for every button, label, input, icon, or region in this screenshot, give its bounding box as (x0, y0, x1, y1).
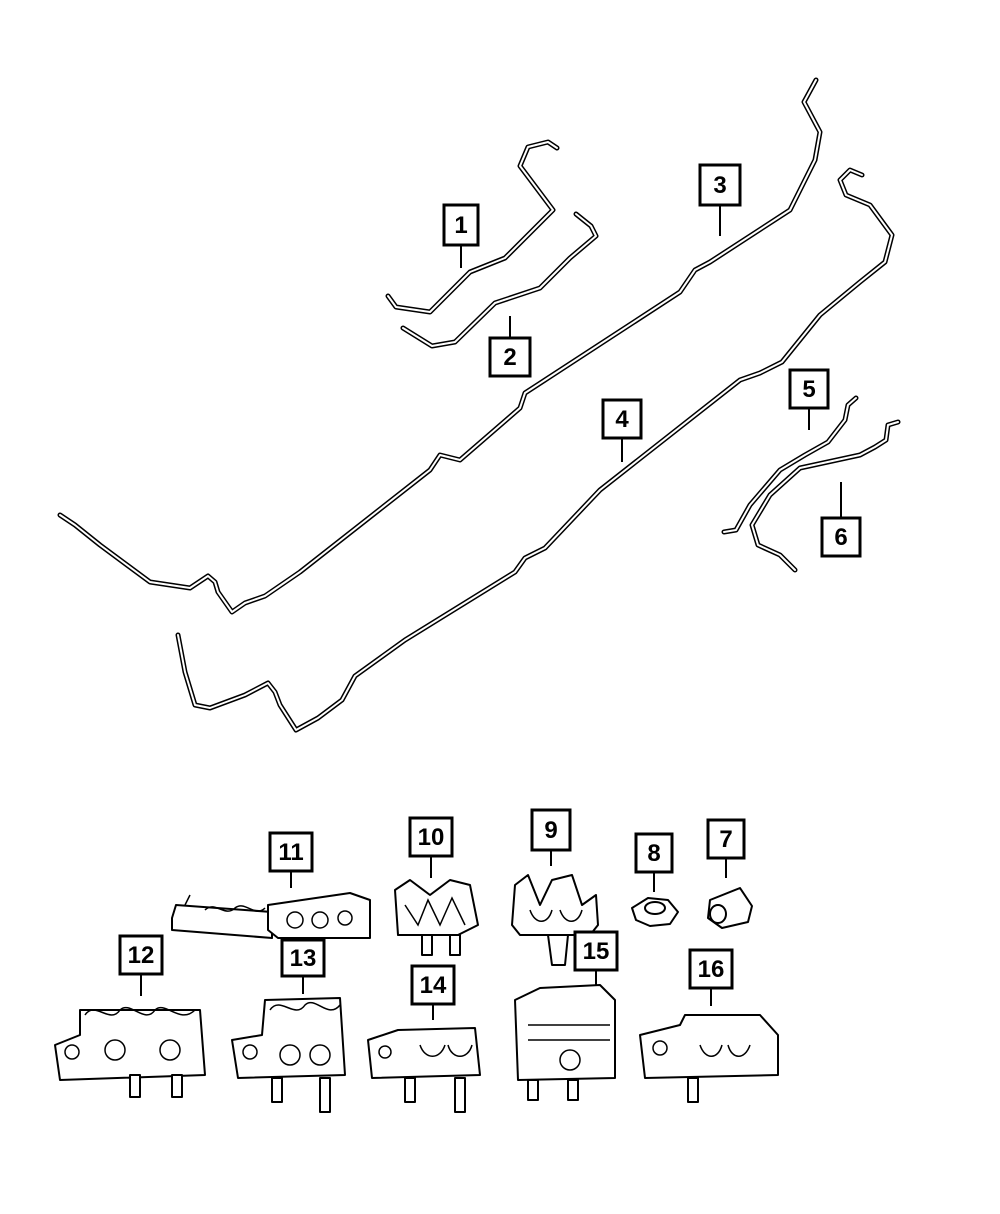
callout-number: 11 (278, 839, 303, 866)
callout-box (820, 516, 862, 558)
callout-15: 15 (573, 930, 619, 986)
callout-number: 15 (583, 938, 610, 965)
callout-number: 6 (834, 524, 847, 551)
callout-box (706, 818, 746, 860)
callout-number: 7 (719, 826, 732, 853)
fuel-line-part-6 (749, 419, 901, 573)
fuel-line-part-5 (721, 395, 859, 535)
callout-box (118, 934, 164, 976)
callout-12: 12 (118, 934, 164, 996)
callout-box (410, 964, 456, 1006)
callout-box (268, 831, 314, 873)
callout-number: 12 (128, 942, 155, 969)
fuel-line-part-2 (400, 211, 599, 349)
callout-box (408, 816, 454, 858)
callout-box (442, 203, 480, 247)
callout-box (573, 930, 619, 972)
callout-number: 3 (713, 172, 726, 199)
callout-box (634, 832, 674, 874)
callout-8: 8 (634, 832, 674, 892)
callout-number: 8 (647, 840, 660, 867)
callout-5: 5 (788, 368, 830, 430)
callout-1: 1 (442, 203, 480, 268)
callout-box (488, 336, 532, 378)
callout-number: 9 (544, 817, 557, 844)
clip-part-12 (54, 1006, 206, 1098)
callout-number: 13 (290, 945, 317, 972)
callout-number: 14 (420, 972, 447, 999)
callout-6: 6 (820, 482, 862, 558)
callout-7: 7 (706, 818, 746, 878)
nut-part-8 (631, 897, 679, 927)
clip-part-15 (514, 984, 616, 1101)
grommet-part-7 (707, 887, 753, 929)
callout-9: 9 (530, 808, 572, 866)
callout-14: 14 (410, 964, 456, 1020)
callout-box (788, 368, 830, 410)
clip-part-14 (367, 1027, 481, 1113)
callout-box (698, 163, 742, 207)
callout-number: 4 (615, 406, 629, 433)
clip-part-10 (394, 879, 479, 956)
clip-part-16 (639, 1014, 779, 1103)
callout-box (530, 808, 572, 852)
callout-number: 5 (802, 376, 815, 403)
callout-4: 4 (601, 398, 643, 462)
callout-number: 16 (698, 956, 725, 983)
callout-box (601, 398, 643, 440)
clip-part-13 (231, 997, 346, 1113)
callout-box (688, 948, 734, 990)
callout-10: 10 (408, 816, 454, 878)
callout-box (280, 938, 326, 978)
callout-number: 1 (454, 212, 467, 239)
callout-number: 10 (418, 824, 445, 851)
clip-part-9 (511, 874, 599, 966)
fuel-line-part-1 (385, 139, 560, 315)
callout-11: 11 (268, 831, 314, 888)
callout-3: 3 (698, 163, 742, 236)
callout-2: 2 (488, 316, 532, 378)
fuel-line-part-4 (175, 167, 895, 733)
callout-13: 13 (280, 938, 326, 994)
callout-16: 16 (688, 948, 734, 1006)
fuel-line-part-3 (57, 77, 823, 615)
clip-part-11 (171, 892, 371, 939)
callout-number: 2 (503, 344, 516, 371)
